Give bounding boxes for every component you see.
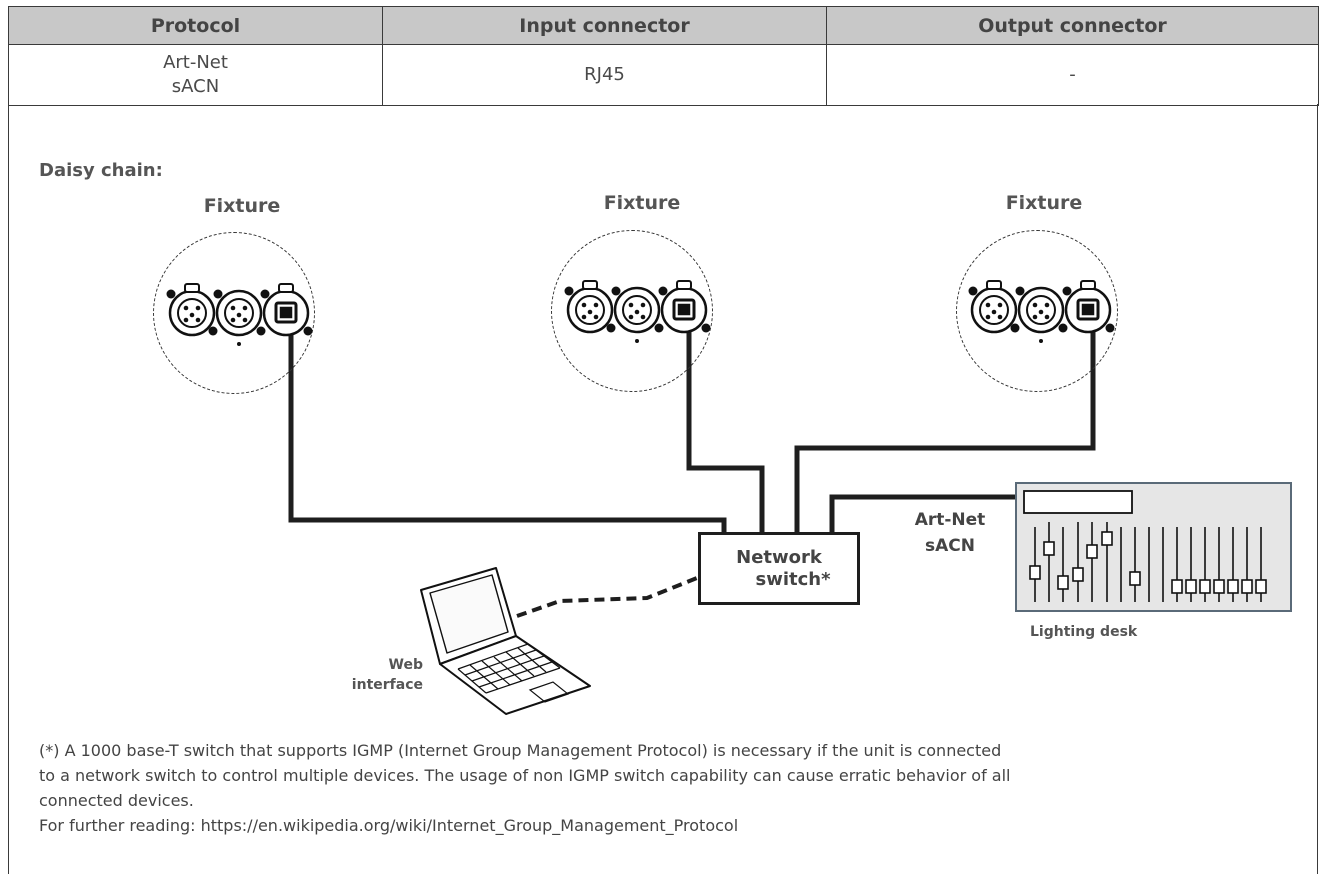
cell-protocol: Art-Net sACN bbox=[8, 44, 383, 106]
desk-protocol-label: Art-Net sACN bbox=[905, 507, 995, 559]
protocol-artnet: Art-Net bbox=[163, 52, 228, 73]
connector-panel-icon bbox=[968, 280, 1115, 343]
footnote: (*) A 1000 base-T switch that supports I… bbox=[39, 738, 1289, 838]
lighting-desk-icon bbox=[1015, 482, 1292, 612]
footnote-line-2: to a network switch to control multiple … bbox=[39, 766, 1011, 785]
laptop-icon bbox=[420, 567, 591, 715]
network-switch-box: Network switch* bbox=[698, 532, 860, 605]
desk-protocol-sacn: sACN bbox=[925, 536, 975, 556]
web-label-line-1: Web bbox=[388, 657, 423, 673]
header-protocol: Protocol bbox=[8, 6, 383, 45]
cable-fixture-3 bbox=[794, 315, 1096, 535]
switch-label-line-2: switch* bbox=[755, 568, 831, 590]
cell-output-connector: - bbox=[826, 44, 1319, 106]
cable-fixture-2 bbox=[686, 315, 765, 535]
fixture-label-3: Fixture bbox=[1005, 192, 1083, 214]
footnote-line-3: connected devices. bbox=[39, 791, 194, 810]
switch-label-line-1: Network bbox=[736, 546, 822, 568]
cell-input-connector: RJ45 bbox=[382, 44, 827, 106]
connector-panel-icon bbox=[166, 283, 313, 346]
web-interface-label: Web interface bbox=[343, 655, 423, 695]
web-label-line-2: interface bbox=[351, 677, 423, 693]
protocol-sacn: sACN bbox=[171, 76, 220, 97]
fixture-outline-2 bbox=[551, 230, 713, 392]
table-header-row: Protocol Input connector Output connecto… bbox=[8, 6, 1319, 45]
table-row: Art-Net sACN RJ45 - bbox=[8, 44, 1319, 106]
lighting-desk-label: Lighting desk bbox=[1030, 624, 1138, 640]
cable-fixture-1 bbox=[288, 318, 727, 535]
fixture-outline-3 bbox=[956, 230, 1118, 392]
fixture-label-2: Fixture bbox=[603, 192, 681, 214]
cable-web-interface bbox=[516, 576, 698, 618]
fixture-label-1: Fixture bbox=[203, 195, 281, 217]
diagram-heading: Daisy chain: bbox=[39, 160, 163, 181]
desk-protocol-artnet: Art-Net bbox=[914, 510, 986, 530]
footnote-line-1: (*) A 1000 base-T switch that supports I… bbox=[39, 741, 1002, 760]
protocol-table: Protocol Input connector Output connecto… bbox=[8, 6, 1319, 106]
footnote-line-4: For further reading: https://en.wikipedi… bbox=[39, 816, 739, 835]
cable-lighting-desk bbox=[829, 494, 1015, 535]
diagram-panel bbox=[8, 104, 1318, 874]
fixture-outline-1 bbox=[153, 232, 315, 394]
